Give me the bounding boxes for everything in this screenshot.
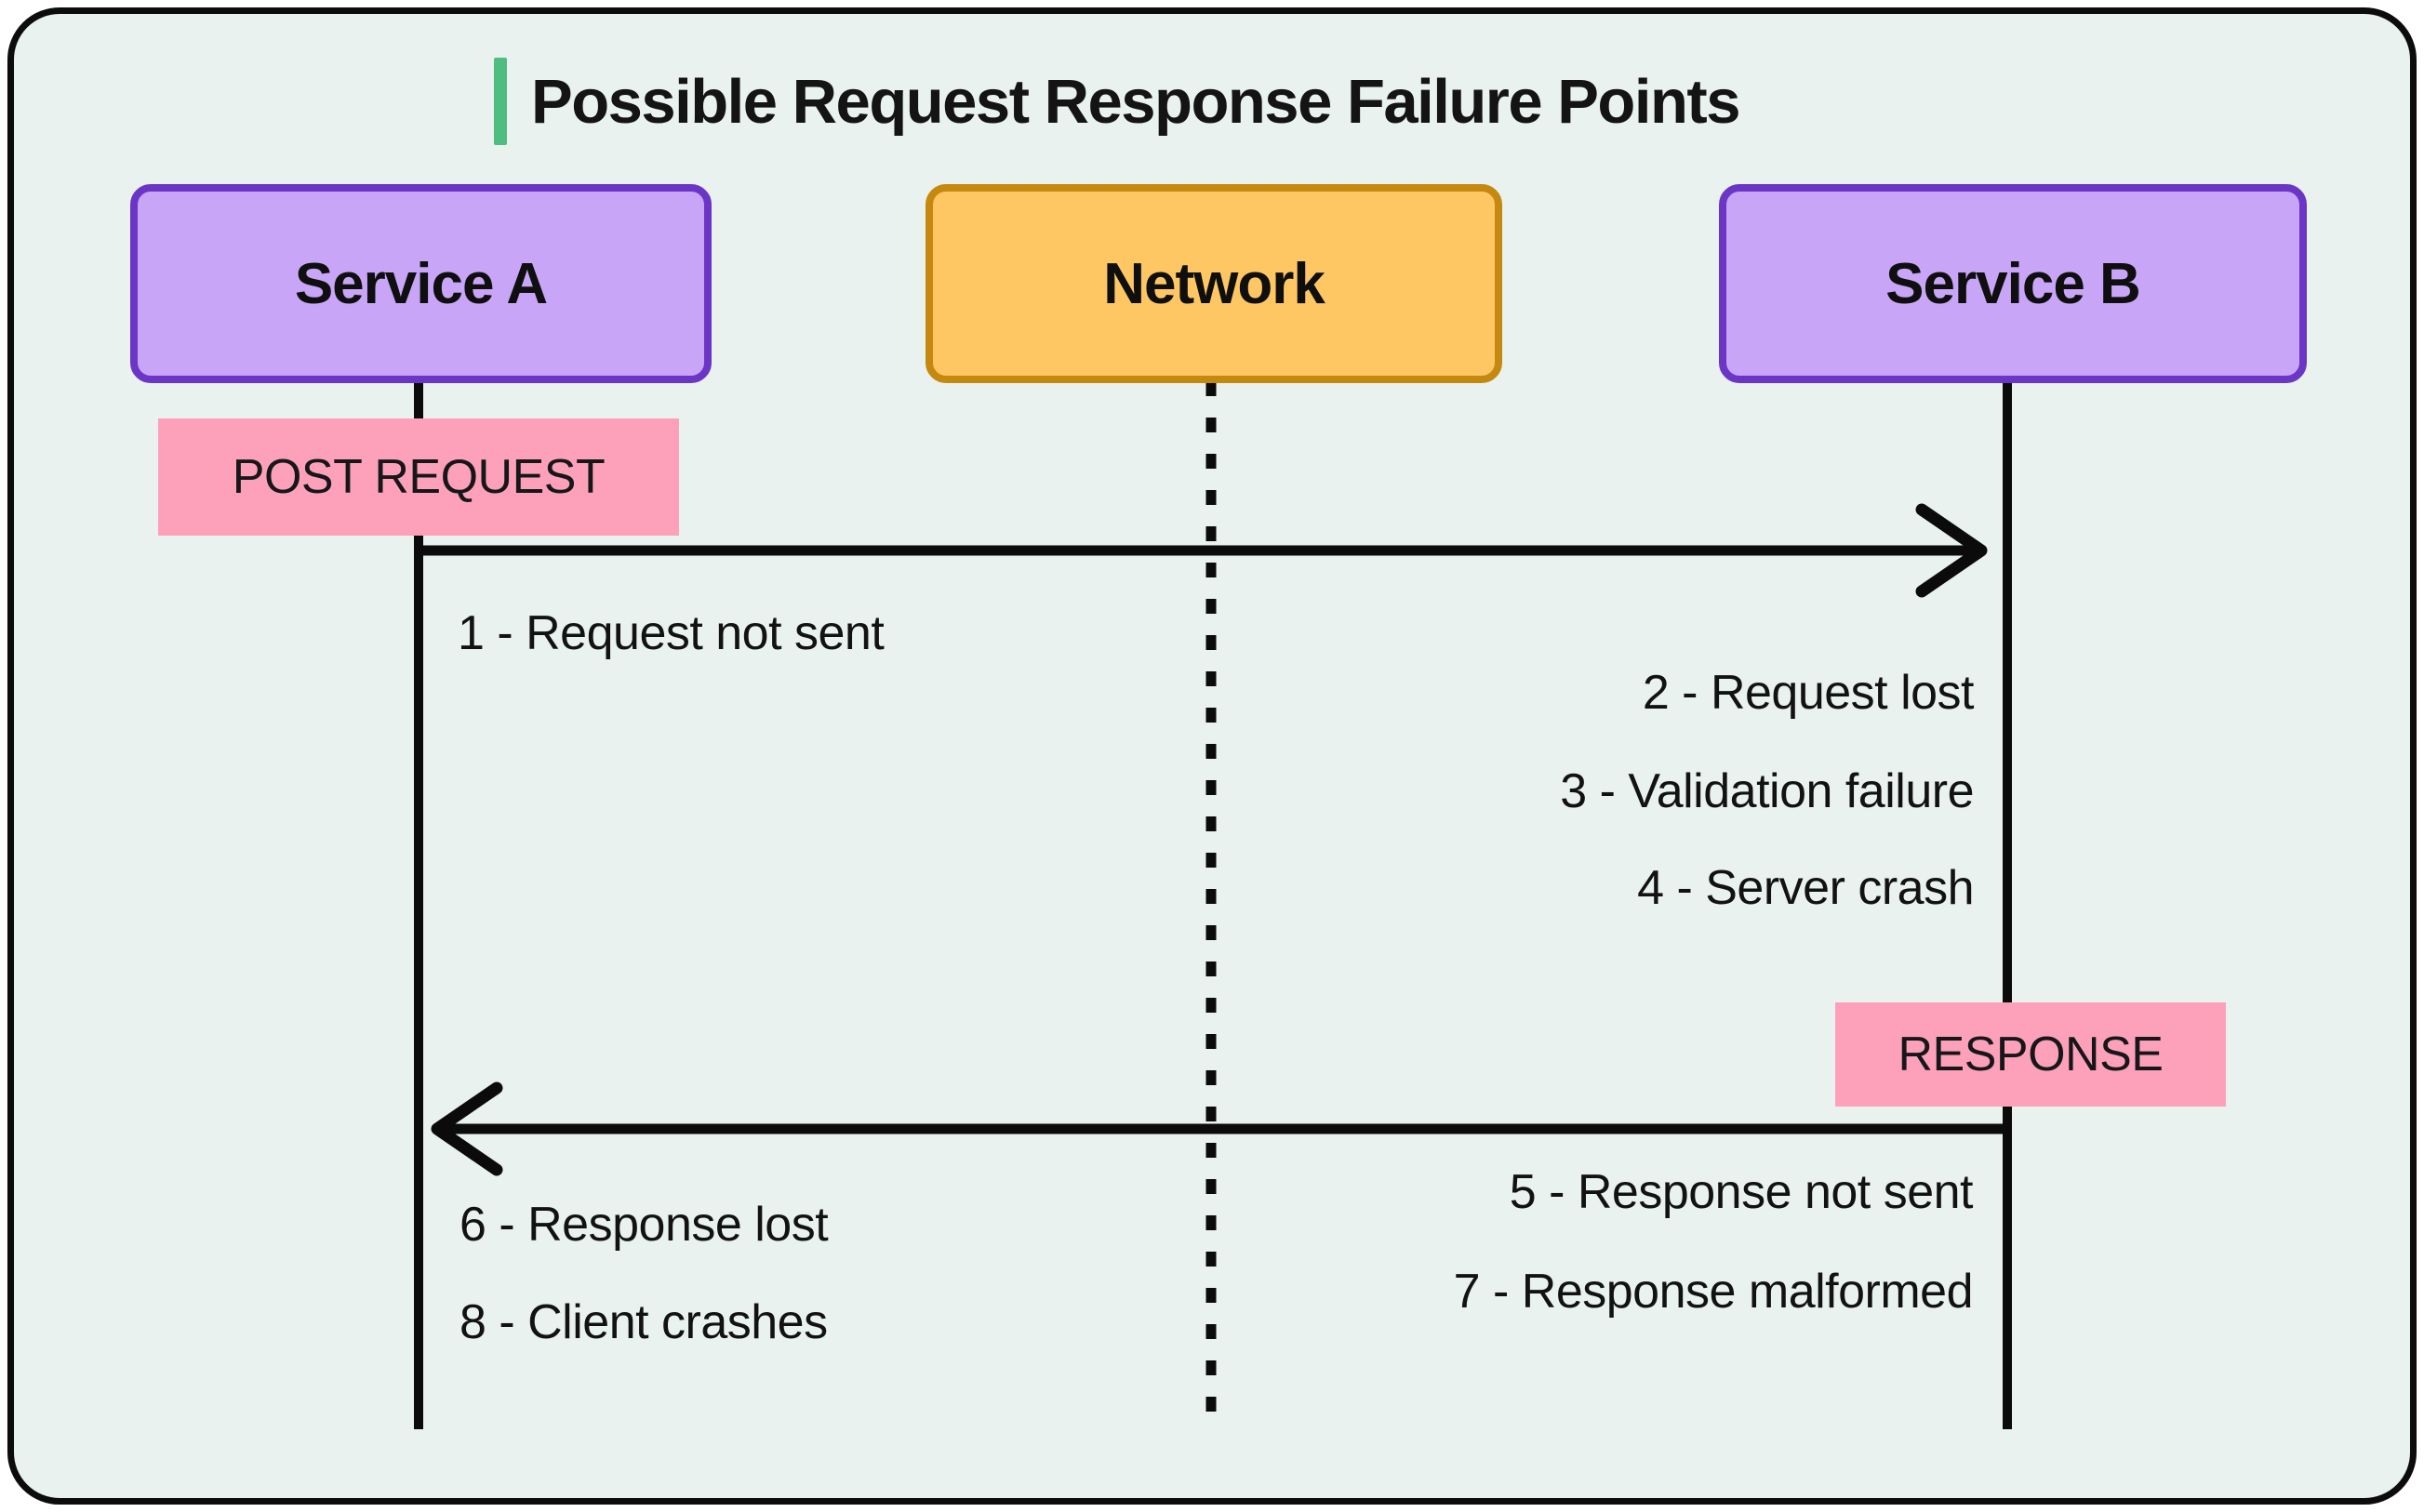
actor-box-service-b: Service B	[1719, 184, 2307, 383]
post-request-badge: POST REQUEST	[158, 418, 679, 536]
actor-label-service-a: Service A	[294, 251, 548, 316]
title-accent-bar	[494, 58, 507, 145]
actor-box-service-a: Service A	[130, 184, 712, 383]
actor-box-network: Network	[926, 184, 1502, 383]
request-arrowhead-icon	[1915, 503, 1988, 598]
failure-label-1: 1 - Request not sent	[458, 606, 885, 660]
actor-label-service-b: Service B	[1885, 251, 2141, 316]
failure-label-8: 8 - Client crashes	[459, 1295, 828, 1349]
failure-label-6: 6 - Response lost	[459, 1198, 829, 1252]
failure-label-5: 5 - Response not sent	[1509, 1165, 1974, 1219]
diagram-title: Possible Request Response Failure Points	[531, 66, 1740, 137]
failure-label-4: 4 - Server crash	[1637, 861, 1974, 915]
response-badge: RESPONSE	[1835, 1002, 2226, 1107]
response-arrowhead-icon	[431, 1081, 503, 1176]
actor-label-network: Network	[1103, 251, 1325, 316]
title-row: Possible Request Response Failure Points	[494, 57, 1740, 146]
failure-label-3: 3 - Validation failure	[1560, 764, 1974, 818]
failure-label-7: 7 - Response malformed	[1453, 1265, 1974, 1319]
failure-label-2: 2 - Request lost	[1642, 666, 1975, 720]
